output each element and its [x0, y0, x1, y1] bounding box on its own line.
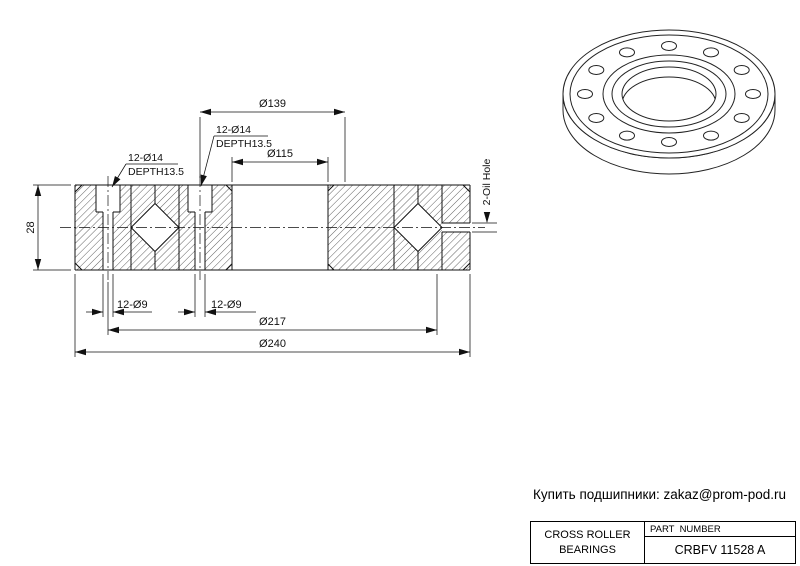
bolt-hole — [619, 130, 635, 141]
title-block-product-name: CROSS ROLLER BEARINGS — [531, 522, 645, 563]
iso-bore-wall — [622, 76, 716, 121]
dim-label-outer-diameter: Ø240 — [259, 338, 286, 350]
dim-label-height: 28 — [25, 221, 37, 233]
part-number-value: CRBFV 11528 A — [674, 543, 766, 557]
bolt-hole — [733, 65, 750, 75]
dim-label-inner-bolt-circle: Ø139 — [259, 98, 286, 110]
bolt-hole — [733, 113, 750, 123]
contact-line: Купить подшипники: zakaz@prom-pod.ru — [533, 487, 786, 502]
product-name-line1: CROSS ROLLER — [544, 529, 631, 542]
iso-ring-seam — [611, 60, 727, 128]
iso-ring-step-outer — [602, 54, 736, 134]
iso-bolt-holes — [577, 41, 761, 147]
isometric-view — [562, 29, 776, 175]
bolt-hole — [588, 113, 605, 123]
dim-label-outer-mount-holes-depth: DEPTH13.5 — [128, 166, 184, 178]
bolt-hole — [703, 130, 719, 141]
iso-outer-edge — [562, 29, 776, 159]
bolt-hole — [588, 65, 605, 75]
dim-label-outer-mount-holes: 12-Ø14 — [128, 152, 163, 164]
dim-label-outer-bolt-circle: Ø217 — [259, 316, 286, 328]
roller-split-lines — [154, 185, 419, 270]
extension-lines — [33, 117, 497, 357]
bolt-hole — [619, 47, 635, 58]
dim-label-inner-mount-holes: 12-Ø14 — [216, 124, 251, 136]
title-block: CROSS ROLLER BEARINGS PART NUMBER CRBFV … — [530, 521, 796, 564]
chamfer-lines — [74, 184, 471, 271]
oil-hole-outline — [442, 222, 470, 233]
dim-label-outer-through-holes: 12-Ø9 — [117, 299, 148, 311]
dim-label-oil-hole: 2-Oil Hole — [481, 159, 493, 206]
section-view — [60, 176, 485, 280]
dim-label-bore-diameter: Ø115 — [267, 148, 293, 160]
bolt-hole — [577, 89, 593, 99]
bolt-hole — [745, 89, 761, 99]
dim-label-inner-mount-holes-depth: DEPTH13.5 — [216, 138, 272, 150]
iso-bore-edge — [621, 66, 717, 122]
bolt-hole — [661, 41, 677, 51]
dimensions: Ø240 Ø217 Ø115 Ø139 28 12-Ø9 12-Ø9 12-Ø1… — [25, 98, 497, 357]
bolt-hole — [661, 137, 677, 147]
title-block-part-cell: PART NUMBER CRBFV 11528 A — [645, 522, 795, 563]
centerlines — [60, 176, 485, 280]
product-name-line2: BEARINGS — [559, 543, 616, 556]
part-number-label: PART NUMBER — [645, 522, 795, 537]
bolt-hole — [703, 47, 719, 58]
bolt-hole-outlines — [95, 185, 213, 270]
iso-outer-chamfer — [569, 34, 769, 154]
dim-label-inner-through-holes: 12-Ø9 — [211, 299, 242, 311]
